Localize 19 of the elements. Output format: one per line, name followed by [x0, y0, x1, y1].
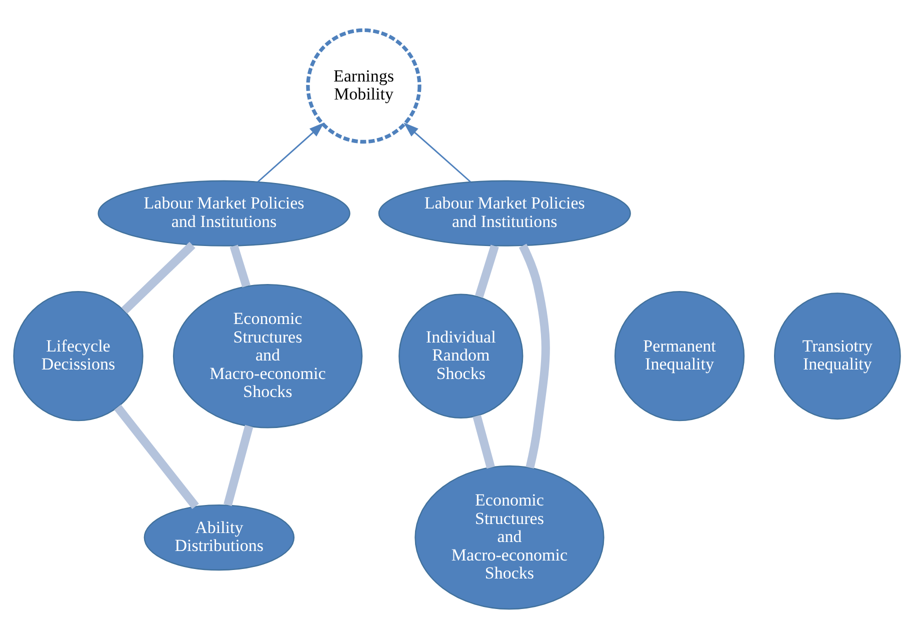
- connector: [518, 244, 550, 469]
- node-circle: Earnings Mobility: [306, 28, 421, 144]
- node-circle: Transiotry Inequality: [773, 292, 900, 420]
- node-ellipse: Labour Market Policies and Institutions: [378, 180, 630, 246]
- node-ellipse: Ability Distributions: [143, 504, 294, 571]
- connector: [223, 424, 253, 506]
- connector: [120, 242, 195, 314]
- arrow: [403, 122, 470, 182]
- node-circle: Lifecycle Decissions: [12, 291, 143, 422]
- node-circle: Individual Random Shocks: [398, 294, 523, 418]
- arrow: [256, 122, 324, 182]
- connector: [114, 404, 198, 509]
- connector: [472, 414, 494, 469]
- connector: [229, 244, 250, 288]
- node-ellipse: Labour Market Policies and Institutions: [97, 180, 350, 246]
- node-ellipse: Economic Structures and Macro-economic Shocks: [414, 465, 604, 610]
- node-ellipse: Economic Structures and Macro-economic Shocks: [172, 284, 362, 428]
- connector: [474, 244, 498, 298]
- node-circle: Permanent Inequality: [614, 291, 744, 422]
